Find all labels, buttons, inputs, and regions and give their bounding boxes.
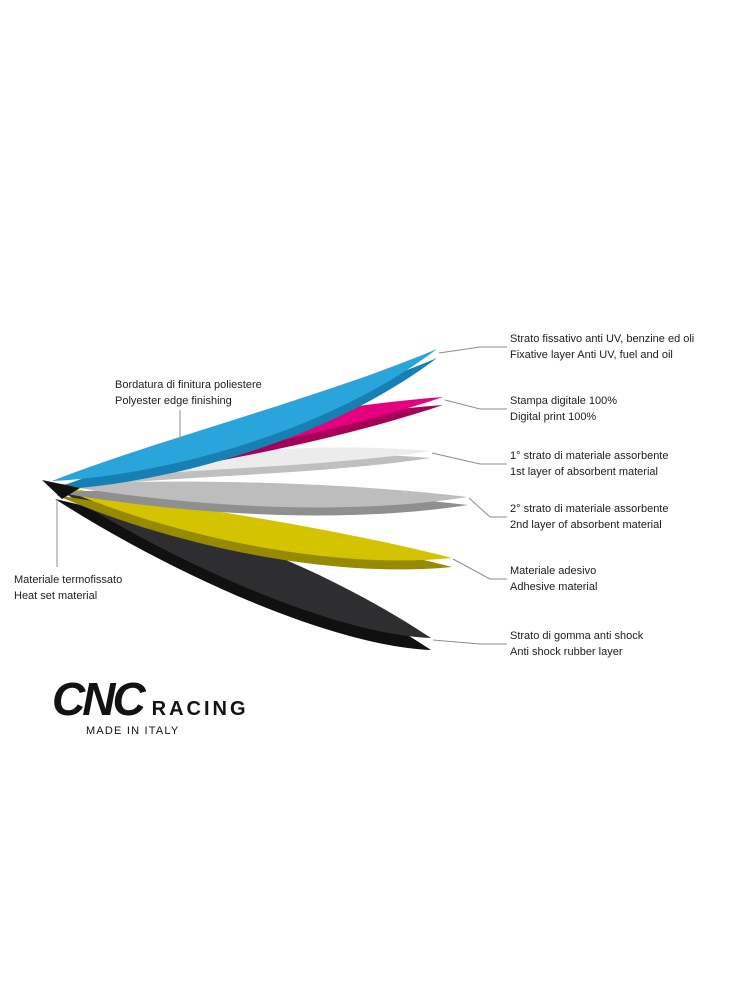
callout-digital-print-en: Digital print 100% — [510, 411, 597, 423]
absorbent-layer-2-surface — [55, 481, 468, 508]
fixative-layer — [52, 349, 437, 490]
brand-logo: CNC RACING MADE IN ITALY — [52, 676, 249, 737]
logo-origin-text: MADE IN ITALY — [86, 725, 180, 737]
absorbent-layer-1-edge — [54, 454, 431, 489]
callout-absorbent-1-en: 1st layer of absorbent material — [510, 466, 658, 478]
logo-brand-text: CNC — [52, 673, 146, 725]
callout-edge-finishing-it: Bordatura di finitura poliestere — [115, 379, 262, 391]
callout-fixative: Strato fissativo anti UV, benzine ed oli… — [510, 331, 694, 363]
callout-fixative-en: Fixative layer Anti UV, fuel and oil — [510, 349, 673, 361]
callout-edge-finishing: Bordatura di finitura poliestere Polyest… — [115, 377, 262, 409]
callout-rubber: Strato di gomma anti shock Anti shock ru… — [510, 628, 643, 660]
callout-fixative-it: Strato fissativo anti UV, benzine ed oli — [510, 333, 695, 345]
leader-line-digital-print — [444, 399, 507, 410]
callout-heat-set: Materiale termofissato Heat set material — [14, 572, 122, 604]
callout-heat-set-en: Heat set material — [14, 590, 98, 602]
callout-adhesive-en: Adhesive material — [510, 581, 598, 593]
leader-line-absorbent-1 — [431, 452, 507, 465]
callout-rubber-en: Anti shock rubber layer — [510, 646, 623, 658]
logo-series-text: RACING — [151, 698, 249, 720]
callout-absorbent-2-en: 2nd layer of absorbent material — [510, 519, 662, 531]
callout-heat-set-it: Materiale termofissato — [14, 574, 123, 586]
callout-digital-print: Stampa digitale 100% Digital print 100% — [510, 393, 617, 425]
absorbent-layer-2 — [55, 481, 468, 516]
callout-absorbent-2-it: 2° strato di materiale assorbente — [510, 503, 669, 515]
callout-edge-finishing-en: Polyester edge finishing — [115, 395, 232, 407]
callout-digital-print-it: Stampa digitale 100% — [510, 395, 618, 407]
callout-adhesive-it: Materiale adesivo — [510, 565, 597, 577]
heat-set-edge-tip — [42, 480, 80, 499]
leader-line-fixative — [438, 346, 507, 354]
fixative-layer-surface — [52, 349, 437, 481]
leader-lines — [56, 346, 507, 645]
callout-adhesive: Materiale adesivo Adhesive material — [510, 563, 597, 595]
callout-rubber-it: Strato di gomma anti shock — [510, 630, 644, 642]
leader-line-rubber — [432, 639, 507, 645]
callout-absorbent-2: 2° strato di materiale assorbente 2nd la… — [510, 501, 668, 533]
leader-line-adhesive — [452, 558, 507, 580]
callout-absorbent-1-it: 1° strato di materiale assorbente — [510, 450, 669, 462]
leader-line-absorbent-2 — [468, 497, 507, 518]
callout-absorbent-1: 1° strato di materiale assorbente 1st la… — [510, 448, 668, 480]
